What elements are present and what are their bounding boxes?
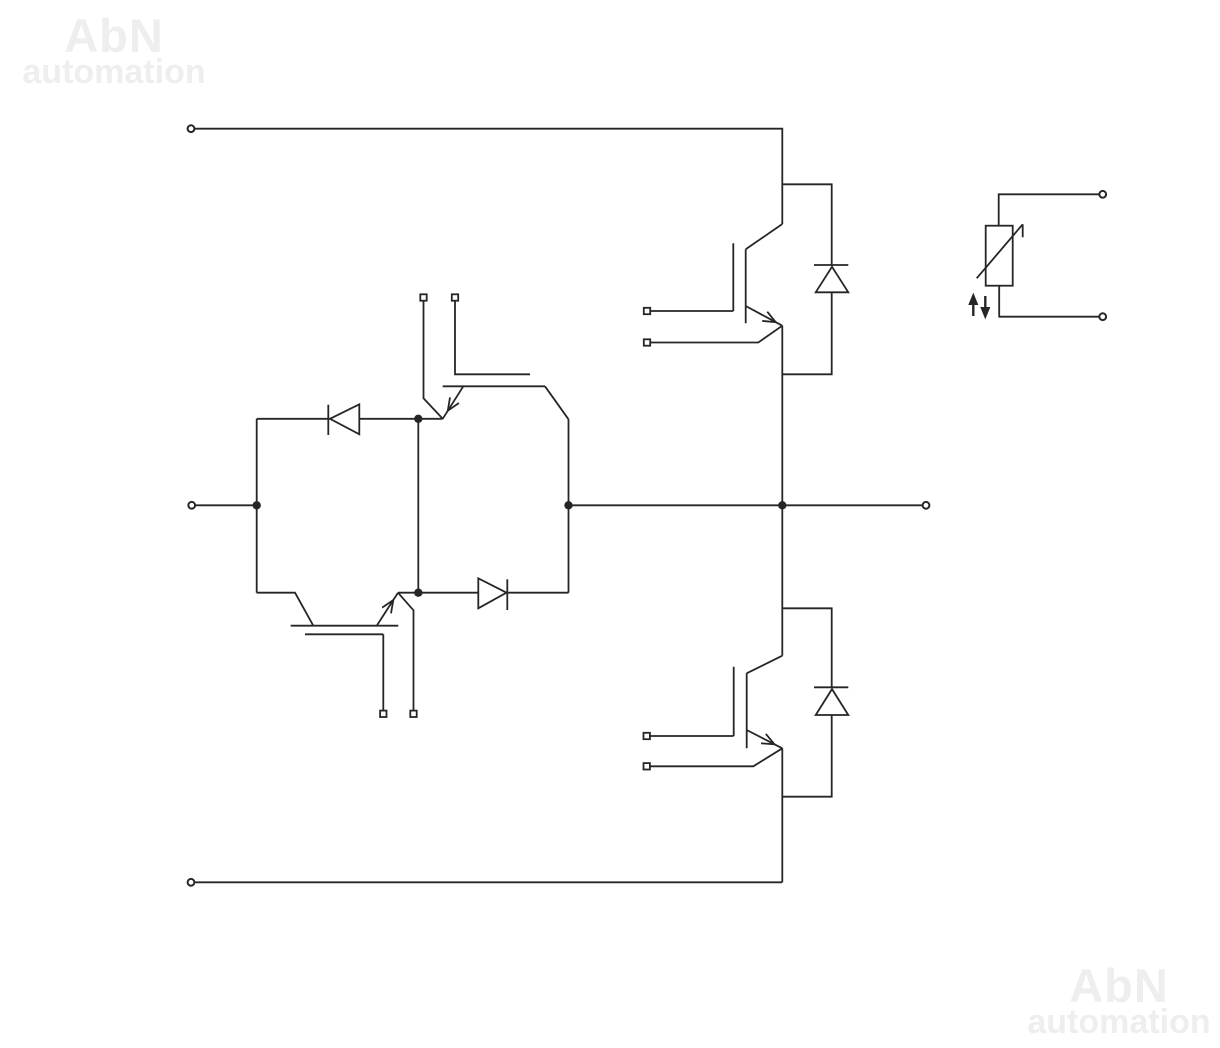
watermark-brand: AbN [64, 9, 164, 62]
triangle [814, 687, 850, 716]
dc-minus-terminal [186, 877, 196, 887]
collector-lead [256, 591, 315, 627]
dc-plus-rail [194, 127, 784, 224]
igbt-bottom-mid [256, 591, 419, 718]
emitter-arrow [381, 598, 395, 614]
aux-emitter-lead [422, 300, 444, 420]
dc-plus-terminal [186, 124, 196, 134]
gate-terminal [379, 709, 388, 718]
gate-terminal [642, 306, 652, 316]
triangle [477, 576, 509, 610]
gate-lead [454, 300, 530, 376]
anode-branch [782, 292, 833, 376]
diode-left-top [327, 402, 361, 436]
phase-output [568, 325, 931, 656]
emitter-arrow [762, 311, 778, 324]
emitter-lead [746, 729, 783, 750]
thermistor [968, 189, 1108, 322]
gate-terminal [642, 731, 651, 741]
igbt-top-mid [419, 293, 570, 420]
emitter-lead [441, 385, 465, 420]
bottom-terminal [1098, 312, 1108, 322]
watermark-brand: AbN [1069, 959, 1169, 1012]
anode-branch [782, 715, 833, 798]
diode-left-bottom [418, 576, 569, 610]
igbt-bottom-right [642, 654, 784, 883]
emitter-arrow [760, 733, 777, 746]
triangle [814, 265, 850, 294]
body [984, 224, 1014, 287]
emitter-lead [375, 592, 399, 627]
top-terminal [1098, 189, 1108, 199]
collector-lead [745, 223, 783, 251]
bottom-lead [998, 285, 1100, 318]
watermark-subtitle: automation [1027, 1003, 1211, 1041]
input-terminal [187, 500, 197, 510]
aux-emitter-lead [650, 324, 783, 344]
watermark-subtitle: automation [22, 53, 206, 91]
dc-plus-input [186, 124, 784, 224]
aux-emitter-terminal [409, 709, 418, 718]
top-lead [997, 193, 1100, 226]
gate-terminal [450, 293, 460, 302]
output-node [564, 501, 573, 510]
diode-top-right [782, 183, 850, 376]
diode-bottom-right [782, 607, 850, 798]
watermark-top-left: AbN automation [18, 12, 210, 89]
watermark-bottom-right: AbN automation [1024, 962, 1214, 1039]
aux-emitter-terminal [642, 762, 651, 771]
cathode-branch [782, 183, 833, 265]
chopper-input [187, 414, 573, 597]
diagonal [976, 223, 1024, 279]
emitter-arrow [446, 397, 460, 413]
phase-terminal [921, 500, 931, 510]
collector-lead [746, 654, 783, 675]
up-arrow-head [968, 292, 979, 305]
cathode-branch [782, 607, 833, 688]
down-arrow-head [980, 307, 991, 320]
collector-lead [544, 385, 570, 420]
aux-emitter-terminal [642, 338, 652, 347]
dc-minus-input [186, 877, 783, 887]
aux-emitter-terminal [419, 293, 428, 302]
triangle [328, 402, 361, 436]
igbt-top-right [642, 223, 783, 347]
aux-emitter-lead [397, 592, 415, 711]
aux-emitter-lead [650, 747, 783, 768]
